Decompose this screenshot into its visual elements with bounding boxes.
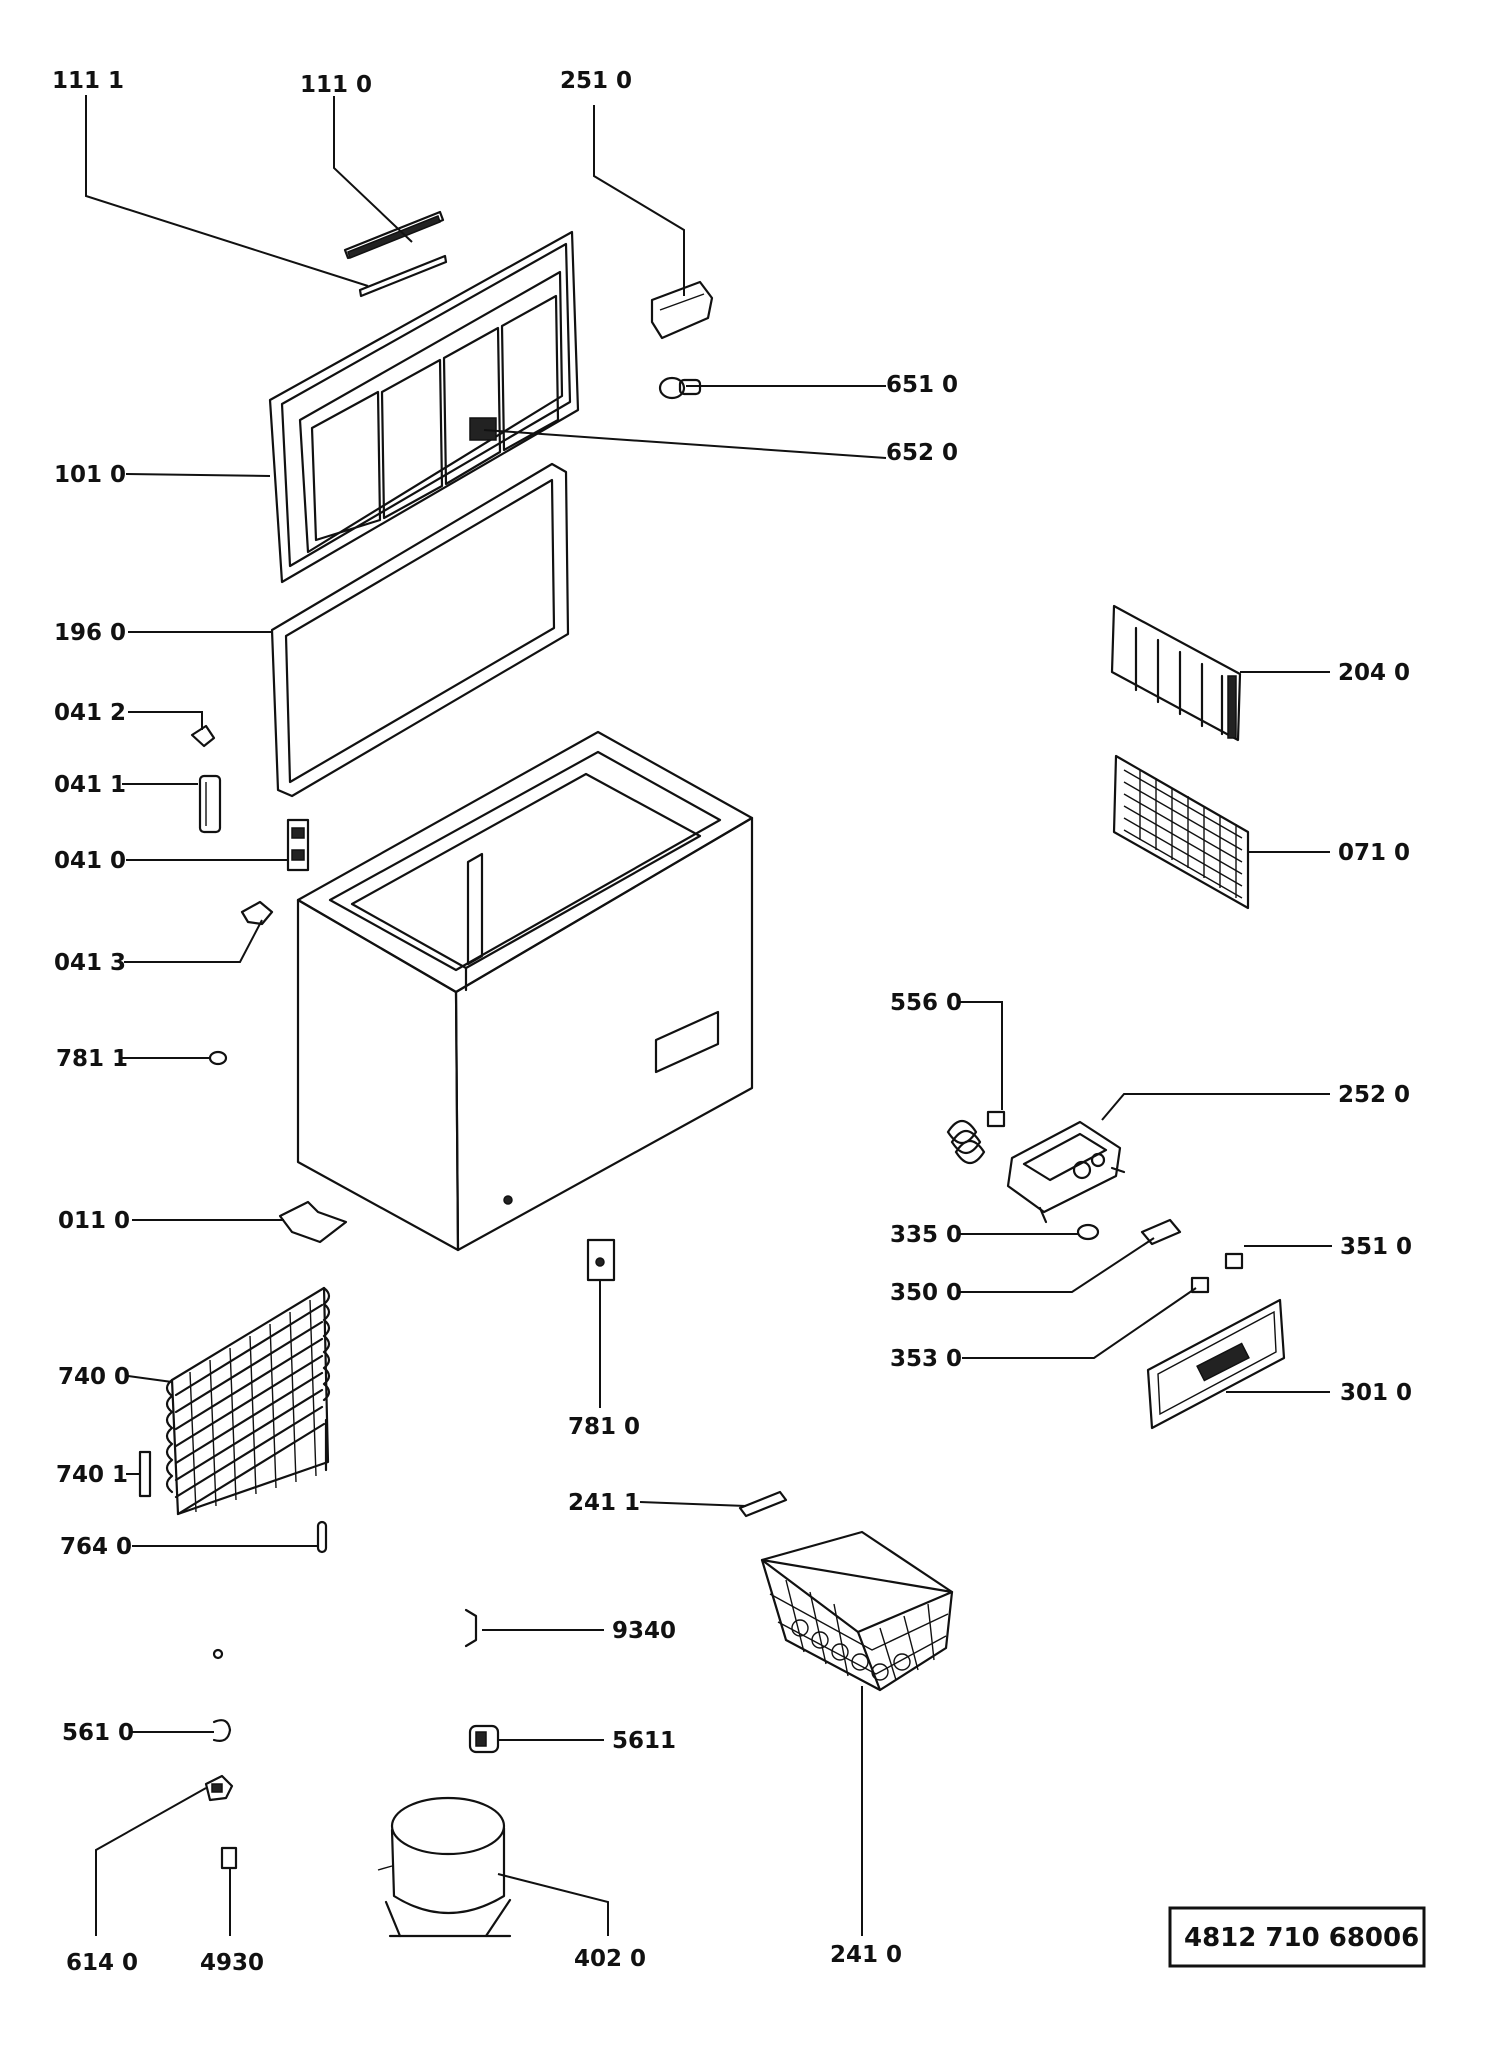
switch-350-0 (1140, 1218, 1182, 1246)
basket-241-0 (760, 1530, 954, 1692)
label-764-0: 764 0 (60, 1534, 132, 1560)
clamp-561-0 (212, 1719, 232, 1742)
lamp-353-0 (1190, 1276, 1210, 1294)
label-740-0: 740 0 (58, 1364, 130, 1390)
label-111-0: 111 0 (300, 72, 372, 98)
hinge-041-1 (198, 774, 222, 834)
screw-part (212, 1648, 224, 1660)
document-code: 4812 710 68006 (1184, 1923, 1419, 1953)
label-101-0: 101 0 (54, 462, 126, 488)
label-111-1: 111 1 (52, 68, 124, 94)
cabinet (296, 730, 754, 1252)
knob-335-0 (1076, 1223, 1100, 1241)
lamp-651-0 (658, 376, 702, 400)
label-041-0: 041 0 (54, 848, 126, 874)
label-011-0: 011 0 (58, 1208, 130, 1234)
panel-301-0 (1146, 1298, 1286, 1430)
bracket-781-0 (586, 1238, 616, 1282)
label-196-0: 196 0 (54, 620, 126, 646)
label-651-0: 651 0 (886, 372, 958, 398)
label-740-1: 740 1 (56, 1462, 128, 1488)
hinge-041-0 (286, 818, 310, 872)
bracket-9340 (464, 1608, 478, 1648)
label-652-0: 652 0 (886, 440, 958, 466)
divider-241-1 (738, 1490, 788, 1518)
leader-lines (85, 95, 1332, 1936)
label-561-0: 561 0 (62, 1720, 134, 1746)
label-301-0: 301 0 (1340, 1380, 1412, 1406)
label-556-0: 556 0 (890, 990, 962, 1016)
hinge-251-0 (650, 280, 714, 340)
bracket-041-3 (240, 900, 274, 926)
label-241-1: 241 1 (568, 1490, 640, 1516)
label-4930: 4930 (200, 1950, 264, 1976)
clip-740-1 (138, 1450, 152, 1498)
condenser-740-0 (165, 1286, 331, 1516)
label-041-3: 041 3 (54, 950, 126, 976)
panel-204-0 (1110, 604, 1242, 742)
label-204-0: 204 0 (1338, 660, 1410, 686)
lid-111-0 (343, 210, 445, 260)
document-code-box: 4812 710 68006 (1168, 1906, 1426, 1968)
part-4930 (220, 1846, 238, 1870)
gasket-196-0 (270, 462, 570, 798)
lid-strip-111-1 (358, 254, 448, 298)
lid-101-0 (268, 230, 580, 584)
label-5611: 5611 (612, 1728, 676, 1754)
label-252-0: 252 0 (1338, 1082, 1410, 1108)
foot-781-1 (208, 1050, 228, 1066)
label-041-1: 041 1 (54, 772, 126, 798)
relay-614-0 (204, 1774, 234, 1802)
spring-556-0 (946, 1110, 1006, 1165)
foot-011-0 (278, 1200, 348, 1244)
relay-5611 (468, 1724, 500, 1754)
label-241-0: 241 0 (830, 1942, 902, 1968)
label-781-0: 781 0 (568, 1414, 640, 1440)
compressor-402-0 (377, 1796, 512, 1938)
label-041-2: 041 2 (54, 700, 126, 726)
label-353-0: 353 0 (890, 1346, 962, 1372)
grille-071-0 (1112, 754, 1250, 910)
label-350-0: 350 0 (890, 1280, 962, 1306)
label-351-0: 351 0 (1340, 1234, 1412, 1260)
label-9340: 9340 (612, 1618, 676, 1644)
label-251-0: 251 0 (560, 68, 632, 94)
label-071-0: 071 0 (1338, 840, 1410, 866)
drier-764-0 (316, 1520, 328, 1554)
label-614-0: 614 0 (66, 1950, 138, 1976)
thermostat-252-0 (1006, 1120, 1126, 1224)
lamp-351-0 (1224, 1252, 1244, 1270)
label-781-1: 781 1 (56, 1046, 128, 1072)
label-335-0: 335 0 (890, 1222, 962, 1248)
label-402-0: 402 0 (574, 1946, 646, 1972)
